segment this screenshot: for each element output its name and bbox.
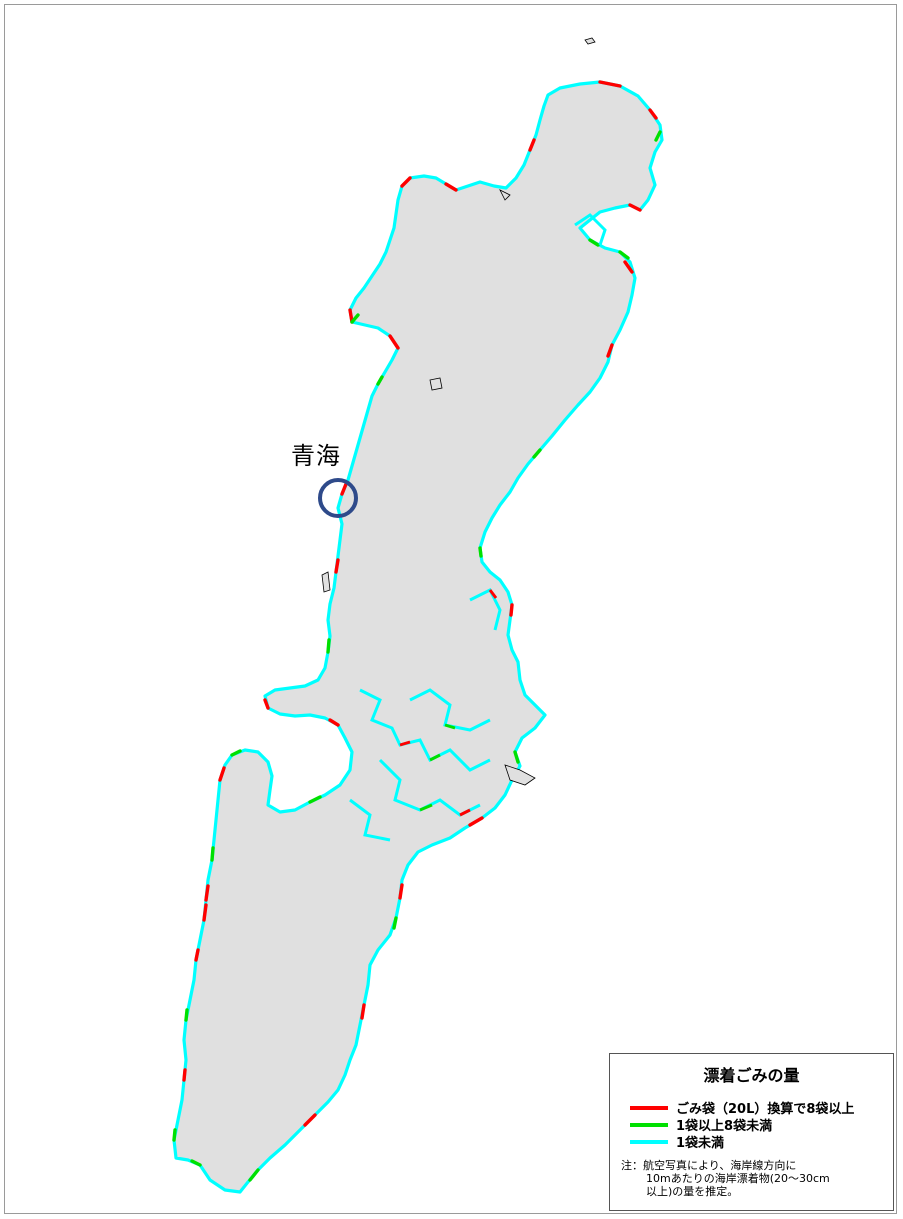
legend-title: 漂着ごみの量 — [703, 1066, 800, 1085]
map-frame — [4, 4, 897, 1214]
legend-label-cyan: 1袋未満 — [676, 1136, 725, 1151]
legend-note-line2: 10mあたりの海岸漂着物(20～30cm — [646, 1172, 830, 1185]
legend-item-cyan: 1袋未満 — [630, 1132, 724, 1151]
legend-note: 注：航空写真により、海岸線方向に 10mあたりの海岸漂着物(20～30cm 以上… — [621, 1159, 830, 1198]
legend-swatch-red — [630, 1105, 668, 1110]
place-label-aomi: 青海 — [291, 442, 341, 470]
legend-swatch-cyan — [630, 1139, 668, 1144]
central-bay-red-green — [399, 589, 498, 817]
legend-label-green: 1袋以上8袋未満 — [676, 1119, 773, 1134]
legend-note-line3: 以上)の量を推定。 — [646, 1185, 739, 1198]
legend-item-red: ごみ袋（20L）換算で8袋以上 — [630, 1098, 854, 1117]
small-islets — [321, 37, 596, 786]
island-landmass — [172, 80, 664, 1194]
map-legend: 漂着ごみの量 ごみ袋（20L）換算で8袋以上 1袋以上8袋未満 1袋未満 注：航… — [609, 1053, 894, 1211]
coastline-green-segments — [172, 130, 662, 1182]
location-circle-marker — [318, 478, 358, 518]
legend-label-red: ごみ袋（20L）換算で8袋以上 — [676, 1102, 855, 1117]
legend-item-green: 1袋以上8袋未満 — [630, 1115, 772, 1134]
legend-swatch-green — [630, 1122, 668, 1127]
coastline-red-segments — [182, 80, 658, 1127]
legend-note-line1: 注：航空写真により、海岸線方向に — [621, 1159, 797, 1172]
